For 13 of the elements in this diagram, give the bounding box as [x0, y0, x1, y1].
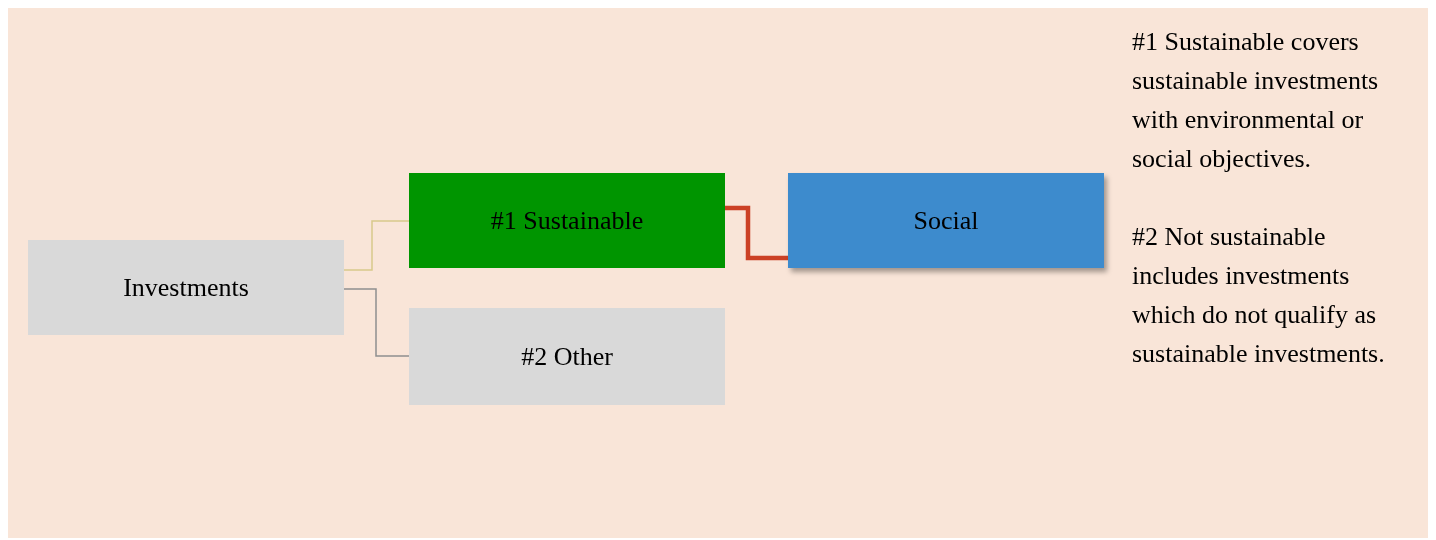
process-box: [788, 173, 1104, 268]
box-label: #2 Other: [521, 341, 613, 372]
connector-line: [343, 220, 410, 271]
process-box: [409, 308, 725, 405]
process-box: [409, 173, 725, 268]
box-label: Social: [913, 205, 979, 236]
box-label: #1 Sustainable: [490, 205, 644, 236]
box-label: Investments: [123, 272, 249, 303]
process-box: [28, 240, 344, 335]
note-text: #1 Sustainable covers sustainable investments with environmental or social objectives.: [1132, 26, 1380, 175]
connector-line: [343, 288, 410, 357]
connector-line: [725, 205, 788, 261]
note-text: #2 Not sustainable includes investments which do not qualify as sustainable investments.: [1132, 221, 1386, 370]
